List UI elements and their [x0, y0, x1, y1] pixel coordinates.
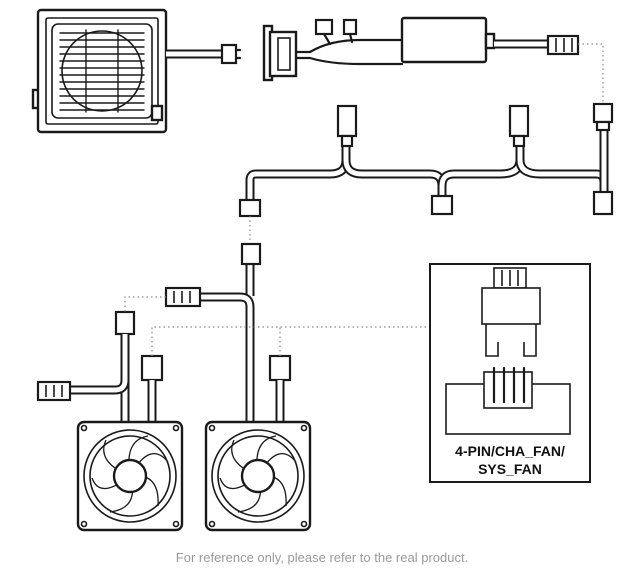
pin-detail-box: 4-PIN/CHA_FAN/ SYS_FAN	[429, 263, 591, 483]
psu-cable	[166, 43, 242, 65]
splitter-connector-4	[592, 190, 614, 216]
fan-splitter-cable-upper	[238, 102, 614, 218]
splitter-connector-1	[336, 104, 358, 138]
pin-label-line2: SYS_FAN	[478, 461, 542, 477]
fan-controller-hub-icon	[400, 16, 580, 64]
psu-connector	[220, 43, 238, 65]
power-supply-icon	[31, 8, 168, 134]
fan-2-connector	[268, 354, 292, 382]
fan-1-splitter-connector	[114, 310, 136, 336]
splitter-input-connector	[592, 102, 614, 124]
splitter-connector-2	[508, 104, 530, 138]
pin-label-line1: 4-PIN/CHA_FAN/	[455, 443, 565, 459]
power-adapter-connector	[262, 24, 312, 82]
lower-input-connector	[240, 242, 262, 266]
reference-note: For reference only, please refer to the …	[176, 550, 468, 565]
adapter-wires	[308, 18, 404, 66]
splitter-connector-5	[238, 198, 262, 218]
fan-1-cable	[36, 310, 164, 422]
fan-1-connector	[140, 354, 164, 382]
connector-icon	[445, 267, 571, 435]
small-connector-top-2	[342, 18, 358, 36]
fan-icon	[204, 420, 312, 532]
lower-branch-connector	[164, 286, 202, 308]
fan-icon	[76, 420, 184, 532]
hub-output-connector	[546, 34, 580, 56]
small-connector-top	[314, 18, 334, 36]
splitter-connector-3	[430, 194, 454, 216]
fan-splitter-cable-lower	[164, 242, 292, 422]
